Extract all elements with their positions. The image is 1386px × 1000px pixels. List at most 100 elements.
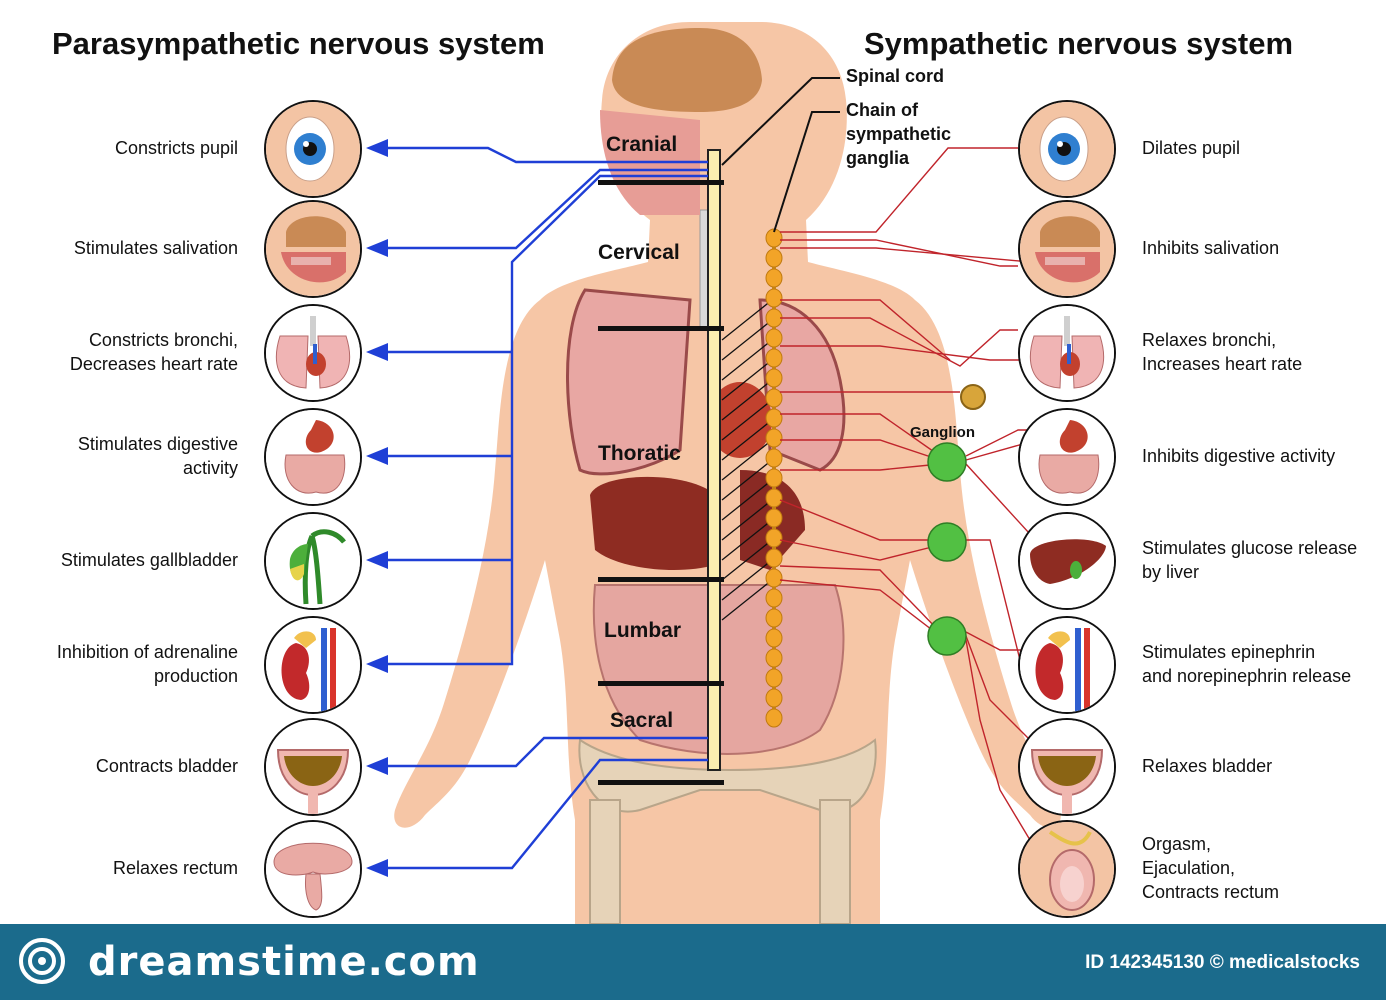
effect-label-line: Increases heart rate: [1142, 354, 1303, 374]
segment-cervical: Cervical: [598, 241, 680, 264]
sympathetic-effect-label: Relaxes bronchi, Increases heart rate: [1142, 328, 1302, 376]
kidney-adrenal-icon: [264, 616, 362, 714]
parasympathetic-effect-label: Stimulates gallbladder: [61, 548, 238, 572]
ganglion-bead: [765, 708, 783, 728]
image-credit: ID 142345130 © medicalstocks: [1085, 952, 1360, 973]
stomach-intestine-icon: [1018, 408, 1116, 506]
effect-label-line: Contracts rectum: [1142, 882, 1280, 902]
sympathetic-effect-label: Stimulates epinephrin and norepinephrin r…: [1142, 640, 1351, 688]
sympathetic-effect-label: Inhibits digestive activity: [1142, 444, 1335, 468]
liver-icon: [1018, 512, 1116, 610]
head-salivary-icon: [1018, 200, 1116, 298]
bladder-icon: [264, 718, 362, 816]
ganglion-1: [927, 442, 967, 482]
ganglion-2: [927, 522, 967, 562]
chain-callout-line-3: ganglia: [846, 148, 910, 168]
segment-dividers: [598, 180, 724, 785]
effect-label-line: production: [153, 666, 238, 686]
ganglion-bead: [765, 548, 783, 568]
effect-label-line: Stimulates salivation: [73, 238, 238, 258]
segment-thoratic: Thoratic: [598, 442, 681, 465]
celiac-plexus-icon: [960, 384, 986, 410]
ganglion-bead: [765, 328, 783, 348]
parasympathetic-effect-label: Stimulates salivation: [74, 236, 238, 260]
effect-label-line: and norepinephrin release: [1142, 666, 1352, 686]
parasympathetic-effect-label: Constricts pupil: [115, 136, 238, 160]
sympathetic-effect-label: Relaxes bladder: [1142, 754, 1272, 778]
ganglia: [927, 442, 967, 656]
parasympathetic-effect-label: Contracts bladder: [96, 754, 238, 778]
segment-cranial: Cranial: [606, 133, 678, 156]
ganglion-bead: [765, 288, 783, 308]
effect-label-line: Contracts bladder: [95, 756, 238, 776]
effect-label-line: Orgasm,: [1142, 834, 1212, 854]
ganglion-bead: [765, 688, 783, 708]
kidney-adrenal-icon: [1018, 616, 1116, 714]
ganglion-bead: [765, 348, 783, 368]
parasympathetic-arrowheads: [366, 139, 388, 877]
ganglion-bead: [765, 528, 783, 548]
sympathetic-effect-label: Orgasm, Ejaculation, Contracts rectum: [1142, 832, 1279, 904]
effect-label-line: Constricts bronchi,: [88, 330, 238, 350]
effect-label-line: Relaxes bronchi,: [1142, 330, 1277, 350]
ganglion-bead: [765, 368, 783, 388]
eye-icon: [1018, 100, 1116, 198]
parasympathetic-pathways: [378, 146, 708, 870]
effect-label-line: Relaxes bladder: [1142, 756, 1273, 776]
ganglion-bead: [765, 608, 783, 628]
reproductive-icon: [1018, 820, 1116, 918]
ganglion-bead: [765, 408, 783, 428]
chain-callout-line-1: Chain of: [846, 100, 918, 120]
gallbladder-icon: [264, 512, 362, 610]
effect-label-line: Relaxes rectum: [112, 858, 238, 878]
ganglion-bead: [765, 648, 783, 668]
stomach-intestine-icon: [264, 408, 362, 506]
sympathetic-effect-label: Dilates pupil: [1142, 136, 1240, 160]
ganglion-bead: [765, 388, 783, 408]
effect-label-line: Stimulates glucose release: [1142, 538, 1358, 558]
ganglion-bead: [765, 268, 783, 288]
eye-icon: [264, 100, 362, 198]
effect-label-line: Stimulates epinephrin: [1142, 642, 1316, 662]
dreamstime-logo-icon: [19, 938, 65, 984]
ganglion-label: Ganglion: [910, 424, 975, 441]
segment-sacral: Sacral: [610, 709, 674, 732]
sympathetic-title: Sympathetic nervous system: [864, 26, 1294, 61]
head-salivary-icon: [264, 200, 362, 298]
segment-lumbar: Lumbar: [604, 619, 682, 642]
parasympathetic-effect-label: Inhibition of adrenaline production: [57, 640, 238, 688]
spinal-cord: [707, 149, 721, 771]
effect-label-line: Stimulates gallbladder: [60, 550, 238, 570]
sympathetic-effect-label: Stimulates glucose release by liver: [1142, 536, 1357, 584]
rectum-icon: [264, 820, 362, 918]
nervous-system-diagram: [366, 22, 1061, 924]
effect-label-line: Decreases heart rate: [69, 354, 238, 374]
watermark-footer: [0, 924, 1386, 1000]
bladder-icon: [1018, 718, 1116, 816]
effect-label-line: Inhibits digestive activity: [1142, 446, 1336, 466]
parasympathetic-title: Parasympathetic nervous system: [52, 26, 545, 61]
effect-label-line: by liver: [1142, 562, 1200, 582]
ganglion-bead: [765, 488, 783, 508]
effect-label-line: Ejaculation,: [1142, 858, 1236, 878]
parasympathetic-effect-label: Relaxes rectum: [113, 856, 238, 880]
lungs-heart-icon: [1018, 304, 1116, 402]
effect-label-line: activity: [182, 458, 238, 478]
ganglion-bead: [765, 628, 783, 648]
lungs-heart-icon: [264, 304, 362, 402]
chain-callout: Chain of sympathetic ganglia: [846, 98, 951, 170]
ganglion-bead: [765, 248, 783, 268]
effect-label-line: Inhibition of adrenaline: [56, 642, 238, 662]
sympathetic-ganglia-chain: [765, 228, 783, 728]
effect-label-line: Constricts pupil: [114, 138, 238, 158]
effect-label-line: Inhibits salivation: [1142, 238, 1280, 258]
ganglion-bead: [765, 308, 783, 328]
brand-name: dreamstime.com: [88, 939, 480, 985]
ganglion-3: [927, 616, 967, 656]
hatch-lines: [721, 299, 773, 621]
ganglion-bead: [765, 588, 783, 608]
sympathetic-effect-label: Inhibits salivation: [1142, 236, 1279, 260]
ganglion-bead: [765, 428, 783, 448]
parasympathetic-effect-label: Constricts bronchi, Decreases heart rate: [70, 328, 238, 376]
